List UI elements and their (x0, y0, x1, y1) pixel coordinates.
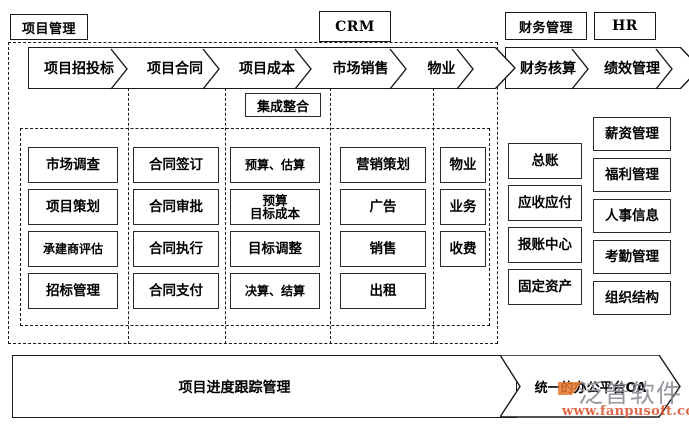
project-band: 项目招投标 项目合同 项目成本 市场销售 物业 (28, 47, 496, 90)
module-box[interactable]: 业务 (440, 189, 486, 225)
process-step-accounting[interactable]: 财务核算 (506, 48, 590, 90)
module-box[interactable]: 物业 (440, 147, 486, 183)
process-step-cost[interactable]: 项目成本 (221, 48, 314, 90)
finance-end-arrow-icon (679, 46, 689, 90)
process-step-sales[interactable]: 市场销售 (313, 48, 409, 90)
integration-box[interactable]: 集成整合 (245, 93, 321, 117)
module-box[interactable]: 合同审批 (133, 189, 219, 225)
module-box[interactable]: 销售 (340, 231, 426, 267)
project-scope-outer-frame (8, 42, 498, 344)
finance-module-box[interactable]: 固定资产 (508, 269, 582, 305)
process-step-label: 项目合同 (147, 61, 203, 77)
project-end-arrow-icon (494, 46, 517, 90)
module-box[interactable]: 决算、结算 (230, 273, 320, 309)
module-box[interactable]: 出租 (340, 273, 426, 309)
hr-module-box[interactable]: 人事信息 (593, 199, 671, 233)
chevron-separator-icon (456, 48, 476, 90)
module-box[interactable]: 项目策划 (28, 189, 118, 225)
module-box[interactable]: 合同签订 (133, 147, 219, 183)
module-box[interactable]: 招标管理 (28, 273, 118, 309)
module-box[interactable]: 预算 目标成本 (230, 189, 320, 225)
process-step-label: 物业 (427, 61, 456, 77)
progress-tracking-label: 项目进度跟踪管理 (178, 379, 291, 396)
column-divider-2 (225, 88, 226, 344)
group-tab-pm[interactable]: 项目管理 (10, 14, 88, 40)
finance-module-box[interactable]: 应收应付 (508, 185, 582, 221)
finance-band: 财务核算 绩效管理 (505, 47, 681, 90)
module-box[interactable]: 营销策划 (340, 147, 426, 183)
module-box[interactable]: 广告 (340, 189, 426, 225)
modules-inner-frame (20, 128, 490, 326)
progress-tracking-bar[interactable] (12, 355, 517, 418)
process-step-label: 财务核算 (520, 61, 576, 77)
hr-module-box[interactable]: 组织结构 (593, 281, 671, 315)
group-tab-finance[interactable]: 财务管理 (505, 12, 587, 40)
hr-module-box[interactable]: 薪资管理 (593, 117, 671, 151)
process-step-label: 项目招投标 (44, 61, 114, 77)
group-tab-hr[interactable]: HR (594, 12, 656, 40)
chevron-separator-icon (202, 48, 222, 90)
column-divider-4 (433, 88, 434, 344)
process-step-bidding[interactable]: 项目招投标 (29, 48, 129, 90)
module-box[interactable]: 收费 (440, 231, 486, 267)
chevron-separator-icon (389, 48, 409, 90)
column-divider-3 (330, 88, 331, 344)
process-step-property[interactable]: 物业 (408, 48, 476, 90)
chevron-separator-icon (294, 48, 314, 90)
finance-module-box[interactable]: 报账中心 (508, 227, 582, 263)
process-step-perf[interactable]: 绩效管理 (590, 48, 674, 90)
group-tab-crm[interactable]: CRM (319, 11, 391, 42)
process-step-label: 绩效管理 (604, 61, 660, 77)
oa-platform-bar[interactable] (498, 354, 681, 418)
oa-platform-label: 统一的办公平台OA (534, 381, 647, 396)
column-divider-1 (128, 88, 129, 344)
module-box[interactable]: 合同支付 (133, 273, 219, 309)
hr-module-box[interactable]: 福利管理 (593, 158, 671, 192)
module-box[interactable]: 目标调整 (230, 231, 320, 267)
process-step-label: 市场销售 (332, 61, 389, 77)
module-box[interactable]: 承建商评估 (28, 231, 118, 267)
module-box[interactable]: 合同执行 (133, 231, 219, 267)
process-step-label: 项目成本 (239, 61, 295, 77)
finance-module-box[interactable]: 总账 (508, 143, 582, 179)
module-box[interactable]: 预算、估算 (230, 147, 320, 183)
hr-module-box[interactable]: 考勤管理 (593, 240, 671, 274)
process-step-contract[interactable]: 项目合同 (129, 48, 222, 90)
module-box[interactable]: 市场调查 (28, 147, 118, 183)
